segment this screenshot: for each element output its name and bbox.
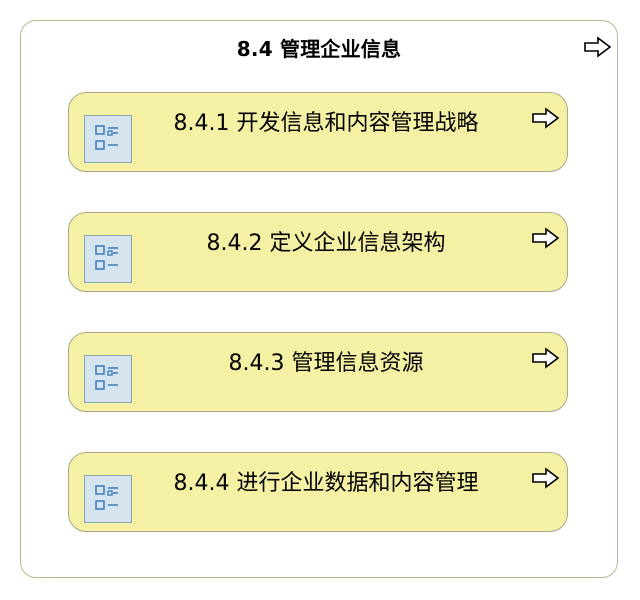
activity-list-icon bbox=[84, 115, 132, 163]
right-arrow-icon[interactable] bbox=[583, 36, 613, 58]
subprocess-label: 8.4.3 管理信息资源 bbox=[228, 351, 424, 376]
right-arrow-icon[interactable] bbox=[531, 227, 561, 249]
subprocess-box[interactable]: 8.4.3 管理信息资源 bbox=[68, 332, 568, 412]
process-title: 8.4 管理企业信息 bbox=[236, 37, 402, 61]
activity-list-icon bbox=[84, 475, 132, 523]
right-arrow-icon[interactable] bbox=[531, 107, 561, 129]
subprocess-label: 8.4.4 进行企业数据和内容管理 bbox=[173, 471, 479, 496]
right-arrow-icon[interactable] bbox=[531, 347, 561, 369]
subprocess-label: 8.4.2 定义企业信息架构 bbox=[206, 231, 446, 256]
activity-list-icon bbox=[84, 355, 132, 403]
subprocess-box[interactable]: 8.4.4 进行企业数据和内容管理 bbox=[68, 452, 568, 532]
subprocess-box[interactable]: 8.4.1 开发信息和内容管理战略 bbox=[68, 92, 568, 172]
subprocess-label: 8.4.1 开发信息和内容管理战略 bbox=[173, 111, 479, 136]
subprocess-box[interactable]: 8.4.2 定义企业信息架构 bbox=[68, 212, 568, 292]
right-arrow-icon[interactable] bbox=[531, 467, 561, 489]
activity-list-icon bbox=[84, 235, 132, 283]
